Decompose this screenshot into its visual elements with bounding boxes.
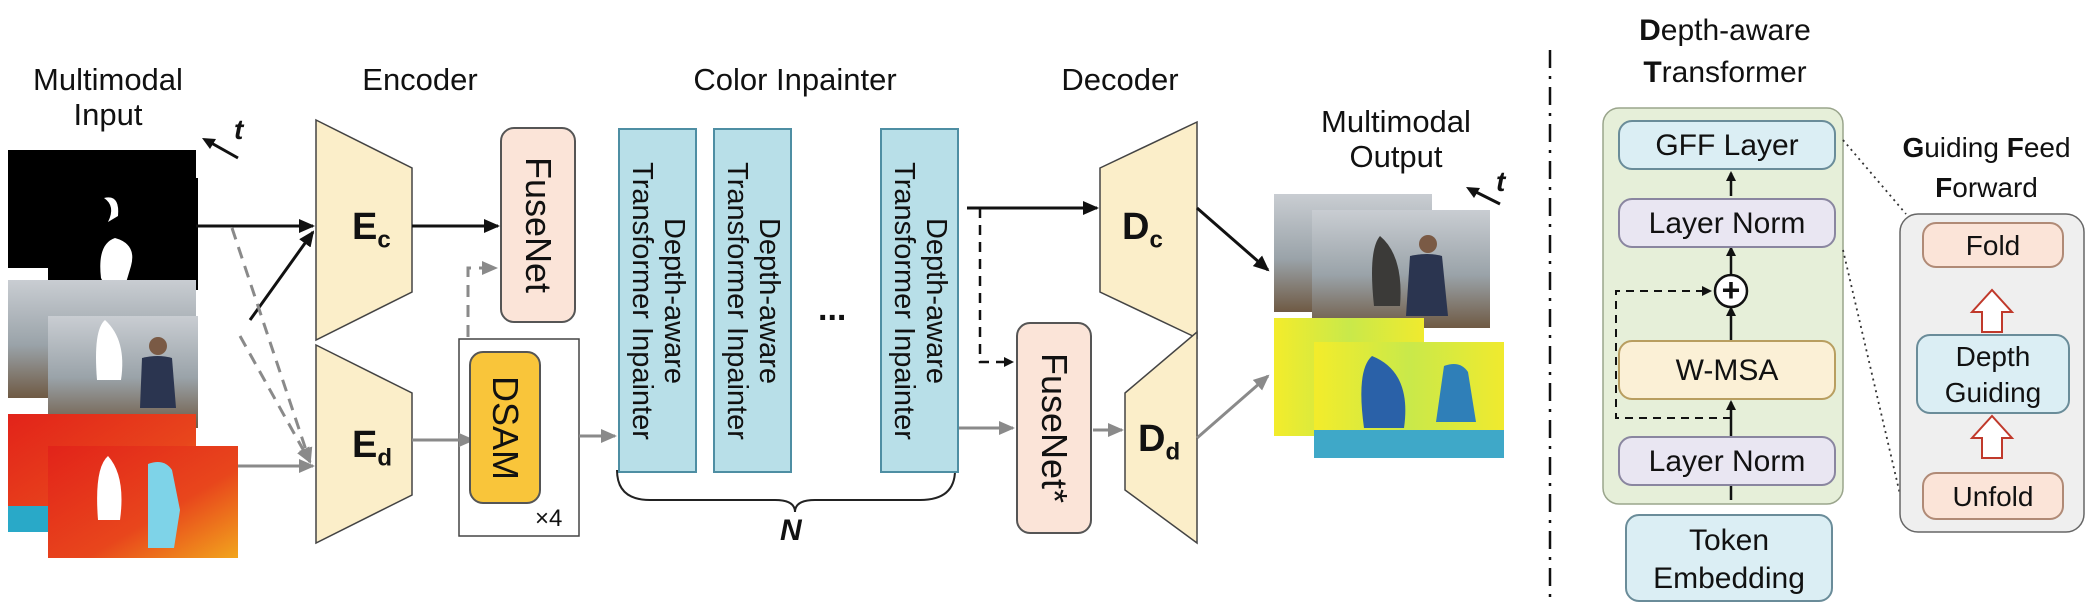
encoder-color-sub: c bbox=[377, 226, 391, 254]
decoder-depth-label: Dd bbox=[1138, 418, 1180, 467]
transformer-block-n-text: Depth-aware Transformer Inpainter bbox=[888, 162, 952, 440]
input-time-symbol: t bbox=[234, 114, 244, 145]
depth-guiding-line1: Depth bbox=[1955, 341, 2031, 372]
fusenet-block: FuseNet bbox=[500, 127, 576, 323]
decoder-color-label: Dc bbox=[1122, 206, 1163, 255]
transformer-title-rest1: epth-aware bbox=[1660, 14, 1811, 47]
transformer-title-t: T bbox=[1643, 56, 1662, 89]
gff-title-uiding: uiding bbox=[1924, 132, 2007, 163]
transformer-title-d: D bbox=[1639, 14, 1661, 47]
multimodal-output-label: Multimodal Output bbox=[1306, 104, 1486, 174]
input-mask-frames bbox=[8, 150, 198, 290]
encoder-color-main: E bbox=[352, 206, 378, 248]
token-embedding-line1: Token bbox=[1688, 524, 1770, 557]
transformer-panel-title-line2: Transformer bbox=[1600, 52, 1850, 94]
decoder-depth-shape bbox=[1124, 330, 1198, 545]
transformer-block-2-line1: Depth-aware bbox=[752, 217, 785, 384]
transformer-block-n-line1: Depth-aware bbox=[919, 217, 952, 384]
gff-panel-title: Guiding Feed Forward bbox=[1880, 128, 2093, 208]
transformer-panel-title-line1: Depth-aware bbox=[1600, 10, 1850, 52]
decoder-color-sub: c bbox=[1149, 226, 1163, 254]
transformer-block-2-text: Depth-aware Transformer Inpainter bbox=[721, 162, 785, 440]
multimodal-input-line1: Multimodal bbox=[33, 62, 183, 97]
encoder-depth-label: Ed bbox=[352, 424, 392, 473]
output-depth-frames bbox=[1274, 318, 1504, 458]
transformer-block-2: Depth-aware Transformer Inpainter bbox=[713, 128, 792, 473]
n-label: N bbox=[780, 514, 802, 547]
fusenet-star-block: FuseNet* bbox=[1016, 322, 1092, 534]
encoder-label: Encoder bbox=[362, 62, 478, 97]
n-brace bbox=[616, 469, 956, 513]
multimodal-input-label: Multimodal Input bbox=[18, 62, 198, 132]
input-depth-frames bbox=[8, 414, 238, 558]
multimodal-input-line2: Input bbox=[73, 97, 143, 132]
gff-title-f: F bbox=[2006, 132, 2024, 163]
gff-arrow-bottom bbox=[1969, 414, 2015, 459]
layer-norm-bottom-box: Layer Norm bbox=[1618, 436, 1836, 486]
transformer-block-n-line2: Transformer Inpainter bbox=[887, 161, 920, 440]
transformer-block-1-line1: Depth-aware bbox=[657, 217, 690, 384]
dsam-block: DSAM bbox=[469, 351, 541, 504]
dsam-repeat-label: ×4 bbox=[535, 505, 563, 532]
input-rgb-frames bbox=[8, 280, 198, 428]
output-time-arrow bbox=[1466, 187, 1501, 206]
decoder-label: Decoder bbox=[1061, 62, 1179, 97]
encoder-color-label: Ec bbox=[352, 206, 391, 255]
layer-norm-top-box: Layer Norm bbox=[1618, 198, 1836, 248]
transformer-block-1: Depth-aware Transformer Inpainter bbox=[618, 128, 697, 473]
dsam-label: DSAM bbox=[485, 375, 526, 480]
transformer-block-1-text: Depth-aware Transformer Inpainter bbox=[626, 162, 690, 440]
ellipsis-label: ... bbox=[818, 290, 847, 328]
output-rgb-frames bbox=[1274, 194, 1490, 328]
gff-title-eed: eed bbox=[2023, 132, 2071, 163]
decoder-depth-sub: d bbox=[1165, 438, 1181, 466]
gff-title-orward: orward bbox=[1952, 172, 2038, 203]
gff-title-f2: F bbox=[1935, 172, 1953, 203]
color-inpainter-label: Color Inpainter bbox=[693, 62, 897, 97]
unfold-box: Unfold bbox=[1922, 472, 2064, 520]
multimodal-output-line1: Multimodal bbox=[1321, 104, 1471, 139]
gff-title-g: G bbox=[1902, 132, 1925, 163]
plus-symbol: + bbox=[1721, 272, 1741, 308]
multimodal-output-line2: Output bbox=[1349, 139, 1443, 174]
encoder-depth-sub: d bbox=[377, 444, 393, 472]
input-time-arrow bbox=[202, 138, 239, 160]
output-time-symbol: t bbox=[1496, 166, 1506, 197]
token-embedding-line2: Embedding bbox=[1653, 562, 1805, 595]
depth-guiding-box: Depth Guiding bbox=[1916, 334, 2070, 414]
transformer-title-rest2: ransformer bbox=[1661, 56, 1807, 89]
gff-panel-title-line1: Guiding Feed bbox=[1880, 128, 2093, 168]
gff-panel-title-line2: Forward bbox=[1880, 168, 2093, 208]
transformer-block-2-line2: Transformer Inpainter bbox=[720, 161, 753, 440]
fold-box: Fold bbox=[1922, 222, 2064, 268]
encoder-depth-shape bbox=[315, 343, 413, 545]
fusenet-star-label: FuseNet* bbox=[1034, 352, 1075, 504]
decoder-depth-main: D bbox=[1138, 418, 1166, 460]
token-embedding-box: Token Embedding bbox=[1625, 514, 1833, 602]
wmsa-box: W-MSA bbox=[1618, 340, 1836, 400]
encoder-color-shape bbox=[315, 118, 413, 342]
depth-guiding-line2: Guiding bbox=[1944, 377, 2042, 408]
gff-layer-box: GFF Layer bbox=[1618, 120, 1836, 170]
transformer-block-1-line2: Transformer Inpainter bbox=[625, 161, 658, 440]
decoder-color-main: D bbox=[1122, 206, 1150, 248]
encoder-depth-main: E bbox=[352, 424, 378, 466]
transformer-panel-title: Depth-aware Transformer bbox=[1600, 10, 1850, 94]
fusenet-label: FuseNet bbox=[518, 156, 559, 294]
transformer-block-n: Depth-aware Transformer Inpainter bbox=[880, 128, 959, 473]
gff-arrow-top bbox=[1969, 288, 2015, 333]
